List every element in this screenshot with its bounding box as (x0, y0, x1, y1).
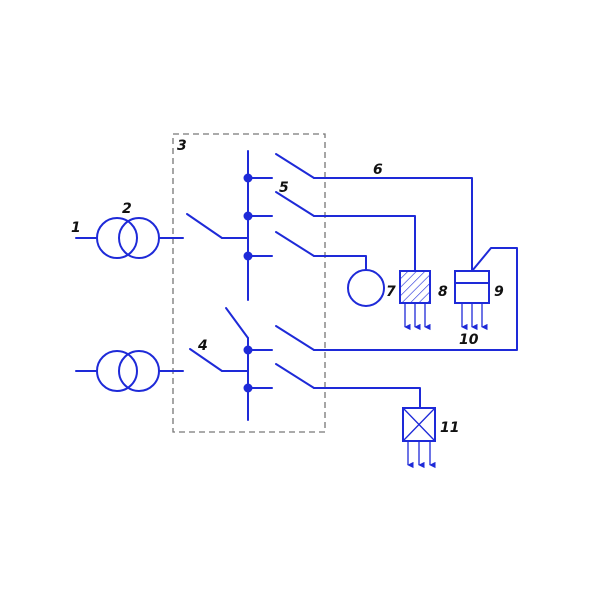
label-11: 11 (440, 420, 459, 436)
line-backfeed-10 (313, 247, 518, 351)
incoming-switch-upper (186, 213, 223, 239)
transformer-upper-winding-1 (96, 217, 138, 259)
transformer-upper (75, 217, 184, 259)
line-to-load-11 (313, 387, 421, 409)
label-10: 10 (459, 332, 479, 348)
transformer-lower-winding-1 (96, 350, 138, 392)
load-9-box (454, 270, 490, 304)
load-8-outputs (404, 303, 431, 331)
line-to-motor-7 (313, 255, 367, 271)
feeder-switch-4 (275, 325, 315, 351)
label-6: 6 (373, 162, 383, 178)
load-11-cross-b (402, 407, 436, 442)
switchgear-frame (172, 133, 326, 433)
feeder-switch-3 (275, 231, 315, 257)
transformer-lower (75, 350, 184, 392)
label-8: 8 (438, 284, 448, 300)
label-4: 4 (197, 338, 208, 354)
load-9-outputs (461, 303, 488, 331)
label-9: 9 (494, 284, 504, 300)
busbar-lower (189, 307, 315, 421)
load-11-outputs (407, 441, 436, 469)
feeder-switch-5 (275, 363, 315, 389)
busbar-upper (186, 150, 315, 301)
line-to-load-9 (313, 177, 473, 272)
section-switch (225, 307, 249, 339)
label-7: 7 (386, 284, 396, 300)
feeder-switch-1 (275, 153, 315, 179)
feeder-switch-2 (275, 191, 315, 217)
label-5: 5 (279, 180, 289, 196)
line-to-load-8 (313, 215, 416, 272)
label-1: 1 (71, 220, 81, 236)
transformer-upper-winding-2 (118, 217, 160, 259)
load-8-hatch (399, 270, 431, 304)
incoming-switch-lower (189, 348, 223, 372)
label-2: 2 (122, 201, 132, 217)
transformer-lower-winding-2 (118, 350, 160, 392)
motor-7 (347, 269, 385, 307)
label-3: 3 (177, 138, 187, 154)
